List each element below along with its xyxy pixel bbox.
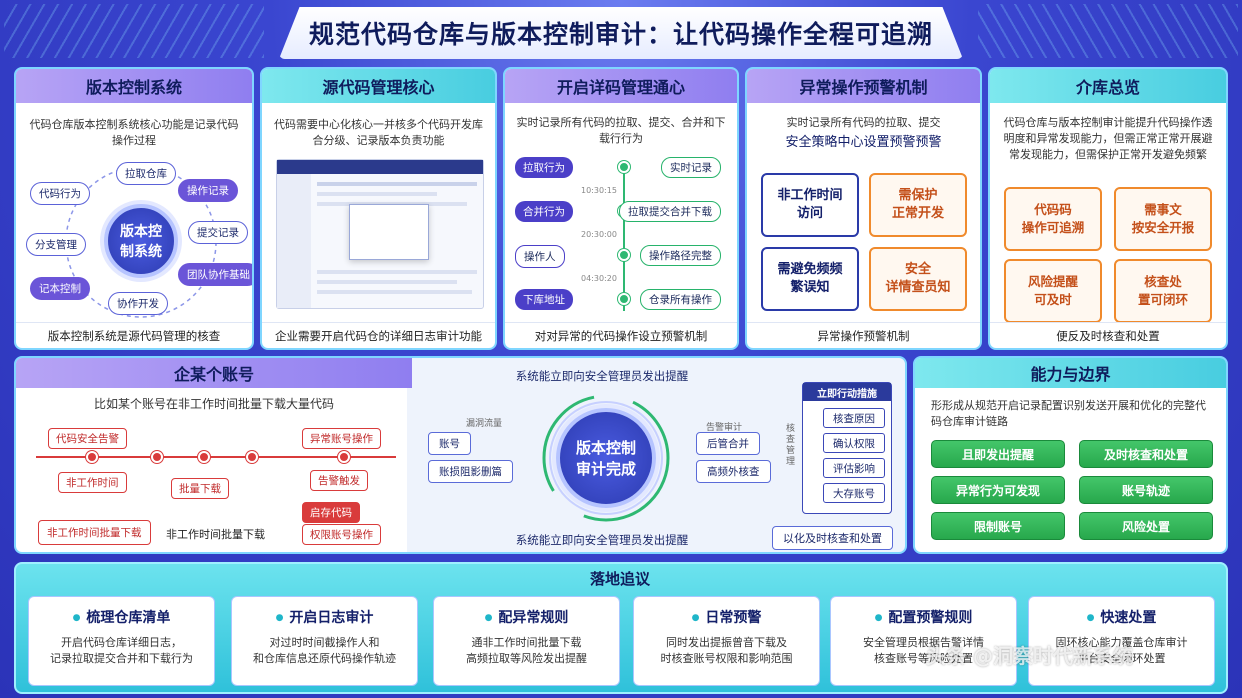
panel-footer: 便反及时核查和处置	[990, 322, 1226, 348]
tile-security: 安全 详情查员知	[869, 247, 967, 311]
scenario-top-text: 系统能立即向安全管理员发出提醒	[515, 369, 689, 383]
panel-desc: 形形成从规范开启记录配置识别发送开展和优化的完整代码仓库审计链路	[931, 399, 1206, 428]
panel-overview: 介库总览 代码仓库与版本控制审计能提升代码操作透明度和异常发现能力，但需正常正常…	[988, 67, 1228, 350]
panel-header: 企某个账号	[16, 358, 412, 388]
action-check-cause: 核查原因	[823, 408, 885, 428]
action-list-title: 立即行动措施	[803, 383, 891, 401]
action-freeze: 大存账号	[823, 483, 885, 503]
panel-scenario: 企某个账号 比如某个账号在非工作时间批量下载大量代码 代码安全告警 异常账号操作…	[14, 356, 907, 554]
cap-alert: 且即发出提醒	[931, 440, 1065, 468]
scenario-right-footer: 以化及时核查和处置	[772, 526, 893, 550]
timeline-line	[623, 161, 625, 311]
node-team-collab: 团队协作基础	[178, 263, 252, 286]
panel-desc: 代码仓库版本控制系统核心功能是记录代码操作过程	[29, 118, 239, 147]
panel-landing	[14, 562, 1228, 694]
panel-desc: 实时记录所有代码的拉取、提交	[786, 116, 941, 129]
panel-alert-mechanism: 异常操作预警机制 实时记录所有代码的拉取、提交 安全策略中心设置预警预警 非工作…	[745, 67, 982, 350]
tile-closed-loop: 核查处 置可闭环	[1114, 259, 1212, 323]
label-offhours: 非工作时间	[58, 472, 127, 493]
cap-risk: 风险处置	[1079, 512, 1213, 540]
box-highfreq: 高频外核查	[696, 460, 771, 483]
box-account: 账号	[428, 432, 471, 455]
panel-capability: 能力与边界 形形成从规范开启记录配置识别发送开展和优化的完整代码仓库审计链路 且…	[913, 356, 1228, 554]
panel-header: 介库总览	[990, 69, 1226, 103]
node-record-control: 记本控制	[30, 277, 90, 300]
panel-footer: 企业需要开启代码仓的详细日志审计功能	[262, 322, 495, 348]
page-title: 规范代码仓库与版本控制审计：让代码操作全程可追溯	[278, 7, 963, 59]
header: 规范代码仓库与版本控制审计：让代码操作全程可追溯	[0, 0, 1242, 66]
label-offhours-bulk-1: 非工作时间批量下载	[38, 520, 151, 545]
cap-limit: 限制账号	[931, 512, 1065, 540]
panel-desc: 实时记录所有代码的拉取、提交、合并和下载行行为	[516, 116, 726, 145]
action-confirm-perm: 确认权限	[823, 433, 885, 453]
label-offhours-bulk-2: 非工作时间批量下载	[166, 528, 265, 541]
node-branch-mgmt: 分支管理	[26, 233, 86, 256]
box-loss: 账损阻影删篇	[428, 460, 513, 483]
scenario-bottom-text: 系统能立即向安全管理员发出提醒	[515, 533, 689, 547]
label-privileged-account: 权限账号操作	[302, 524, 381, 545]
panel-desc: 代码需要中心化核心一并核多个代码开发库合分级、记录版本负责功能	[274, 118, 483, 147]
audit-ring	[542, 394, 670, 522]
node-collab-dev: 协作开发	[108, 292, 168, 315]
panel-version-control: 版本控制系统 代码仓库版本控制系统核心功能是记录代码操作过程 版本控 制系统 拉…	[14, 67, 254, 350]
screenshot-sidebar	[277, 174, 311, 308]
panel-header: 源代码管理核心	[262, 69, 495, 103]
timeline-row: 操作人操作路径完整	[515, 243, 721, 269]
timeline-row: 下库地址仓录所有操作	[515, 287, 721, 313]
node-operation-record: 操作记录	[178, 179, 238, 202]
box-merge: 后管合并	[696, 432, 760, 455]
label-bulk-download: 批量下载	[171, 478, 229, 499]
tile-traceable: 代码码 操作可追溯	[1004, 187, 1102, 251]
label-code-alert: 代码安全告警	[48, 428, 127, 449]
panel-header: 异常操作预警机制	[747, 69, 980, 103]
tile-avoid: 需避免频频 繁误知	[761, 247, 859, 311]
tile-protect: 需保护 正常开发	[869, 173, 967, 237]
timeline-row: 拉取行为实时记录	[515, 155, 721, 181]
cap-detect: 异常行为可发现	[931, 476, 1065, 504]
action-assess: 评估影响	[823, 458, 885, 478]
tile-risk-alert: 风险提醒 可及时	[1004, 259, 1102, 323]
panel-header: 版本控制系统	[16, 69, 252, 103]
label-abnormal-account: 异常账号操作	[302, 428, 381, 449]
tile-secure-report: 需事文 按安全开报	[1114, 187, 1212, 251]
cap-trace: 账号轨迹	[1079, 476, 1213, 504]
cap-handle: 及时核查和处置	[1079, 440, 1213, 468]
panel-source-mgmt: 源代码管理核心 代码需要中心化核心一并核多个代码开发库合分级、记录版本负责功能 …	[260, 67, 497, 350]
screenshot-titlebar	[277, 160, 483, 174]
timeline-row: 合并行为拉取提交合并下载	[515, 199, 721, 225]
header-deco-right	[978, 4, 1238, 58]
panel-desc: 代码仓库与版本控制审计能提升代码操作透明度和异常发现能力，但需正常正常开展避常发…	[1003, 116, 1213, 161]
landing-header: 落地追议	[589, 569, 650, 588]
scenario-timeline	[36, 456, 396, 458]
panel-header: 能力与边界	[915, 358, 1226, 388]
admin-screenshot	[276, 159, 484, 309]
header-deco-left	[4, 4, 264, 58]
screenshot-dialog	[349, 204, 429, 260]
tile-offhours: 非工作时间 访问	[761, 173, 859, 237]
audit-center: 版本控制 审计完成	[556, 408, 656, 508]
scenario-desc: 比如某个账号在非工作时间批量下载大量代码	[93, 397, 334, 411]
watermark: 头条 @洞察时代新系统	[926, 644, 1133, 668]
panel-footer: 异常操作预警机制	[747, 322, 980, 348]
panel-detailed-log: 开启详码管理通心 实时记录所有代码的拉取、提交、合并和下载行行为 拉取行为实时记…	[503, 67, 739, 350]
panel-desc-strong: 安全策略中心设置预警预警	[785, 135, 942, 150]
label-alert-trigger: 告警触发	[310, 470, 368, 491]
node-code-behavior: 代码行为	[30, 182, 90, 205]
label-store-code: 启存代码	[302, 502, 360, 523]
version-control-center: 版本控 制系统	[104, 204, 178, 278]
panel-header: 开启详码管理通心	[505, 69, 737, 103]
node-pull-repo: 拉取仓库	[116, 162, 176, 185]
panel-footer: 对对异常的代码操作设立预警机制	[505, 322, 737, 348]
node-commit-record: 提交记录	[188, 221, 248, 244]
panel-footer: 版本控制系统是源代码管理的核查	[16, 322, 252, 348]
